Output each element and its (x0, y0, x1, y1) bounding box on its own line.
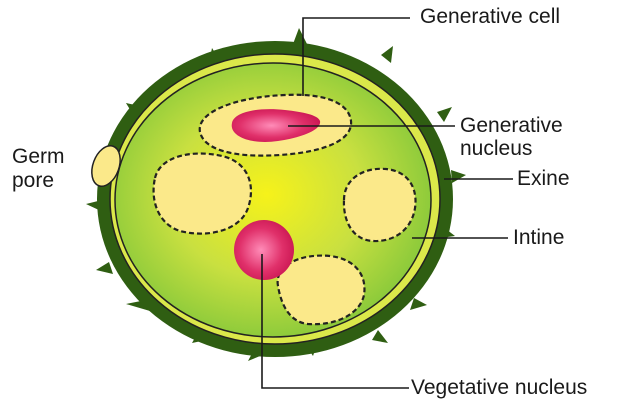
leader-generative-cell (302, 17, 410, 96)
label-generative-nucleus-line2: nucleus (460, 137, 533, 160)
label-exine: Exine (517, 167, 570, 190)
vacuole-bottom (276, 254, 366, 326)
vegetative-nucleus (234, 220, 294, 280)
generative-nucleus (231, 109, 321, 142)
label-generative-cell: Generative cell (420, 5, 561, 28)
label-intine: Intine (513, 226, 565, 249)
label-germ-pore-line1: Germ (12, 145, 65, 168)
label-generative-nucleus-line1: Generative (460, 114, 563, 137)
label-germ-pore-line2: pore (12, 169, 55, 192)
leader-vegetative-nucleus (261, 254, 409, 389)
germ-pore (91, 145, 121, 187)
vacuole-left (152, 152, 253, 235)
vacuole-right (342, 167, 417, 243)
leader-lines (261, 17, 513, 389)
label-vegetative-nucleus: Vegetative nucleus (411, 376, 588, 399)
